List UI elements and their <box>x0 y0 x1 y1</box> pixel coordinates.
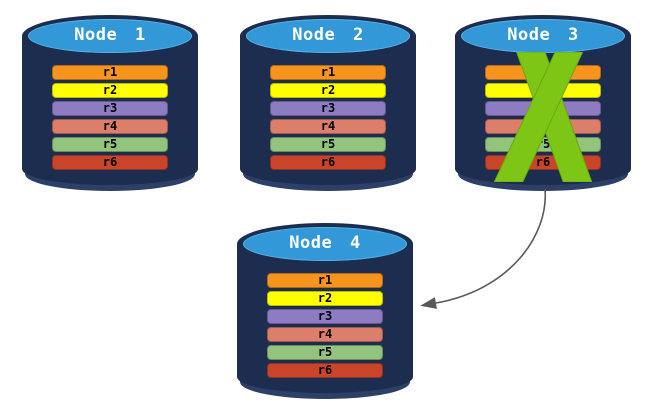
replica-rows: r1 r2 r3 r4 r5 r6 <box>267 273 383 381</box>
replica-row: r1 <box>267 273 383 288</box>
node-1-cylinder: Node 1 r1 r2 r3 r4 r5 r6 <box>22 15 198 191</box>
failure-x-icon <box>494 52 592 182</box>
failover-arrow-path <box>420 188 547 309</box>
replica-row: r5 <box>267 345 383 360</box>
replica-row: r1 <box>52 65 168 80</box>
replica-row: r4 <box>270 119 386 134</box>
node-title: Node 4 <box>289 233 361 253</box>
replica-row: r4 <box>267 327 383 342</box>
replica-row: r2 <box>52 83 168 98</box>
node-4-cylinder: Node 4 r1 r2 r3 r4 r5 r6 <box>237 223 413 399</box>
node-title: Node 3 <box>507 25 579 45</box>
replica-row: r6 <box>270 155 386 170</box>
replica-row: r1 <box>270 65 386 80</box>
replica-rows: r1 r2 r3 r4 r5 r6 <box>52 65 168 173</box>
cylinder-cap <box>28 19 192 53</box>
cylinder-cap <box>246 19 410 53</box>
replica-row: r5 <box>52 137 168 152</box>
replica-row: r3 <box>52 101 168 116</box>
cylinder-cap <box>243 227 407 261</box>
replica-row: r5 <box>270 137 386 152</box>
replica-rows: r1 r2 r3 r4 r5 r6 <box>270 65 386 173</box>
replica-row: r4 <box>52 119 168 134</box>
replica-row: r3 <box>270 101 386 116</box>
node-title: Node 1 <box>74 25 146 45</box>
replica-row: r2 <box>267 291 383 306</box>
node-title: Node 2 <box>292 25 364 45</box>
cylinder-cap <box>461 19 625 53</box>
node-2-cylinder: Node 2 r1 r2 r3 r4 r5 r6 <box>240 15 416 191</box>
node-3-cylinder: Node 3 r1 r2 r3 r4 r5 r6 <box>455 15 631 191</box>
replica-row: r2 <box>270 83 386 98</box>
replica-row: r6 <box>52 155 168 170</box>
replica-row: r3 <box>267 309 383 324</box>
replica-row: r6 <box>267 363 383 378</box>
